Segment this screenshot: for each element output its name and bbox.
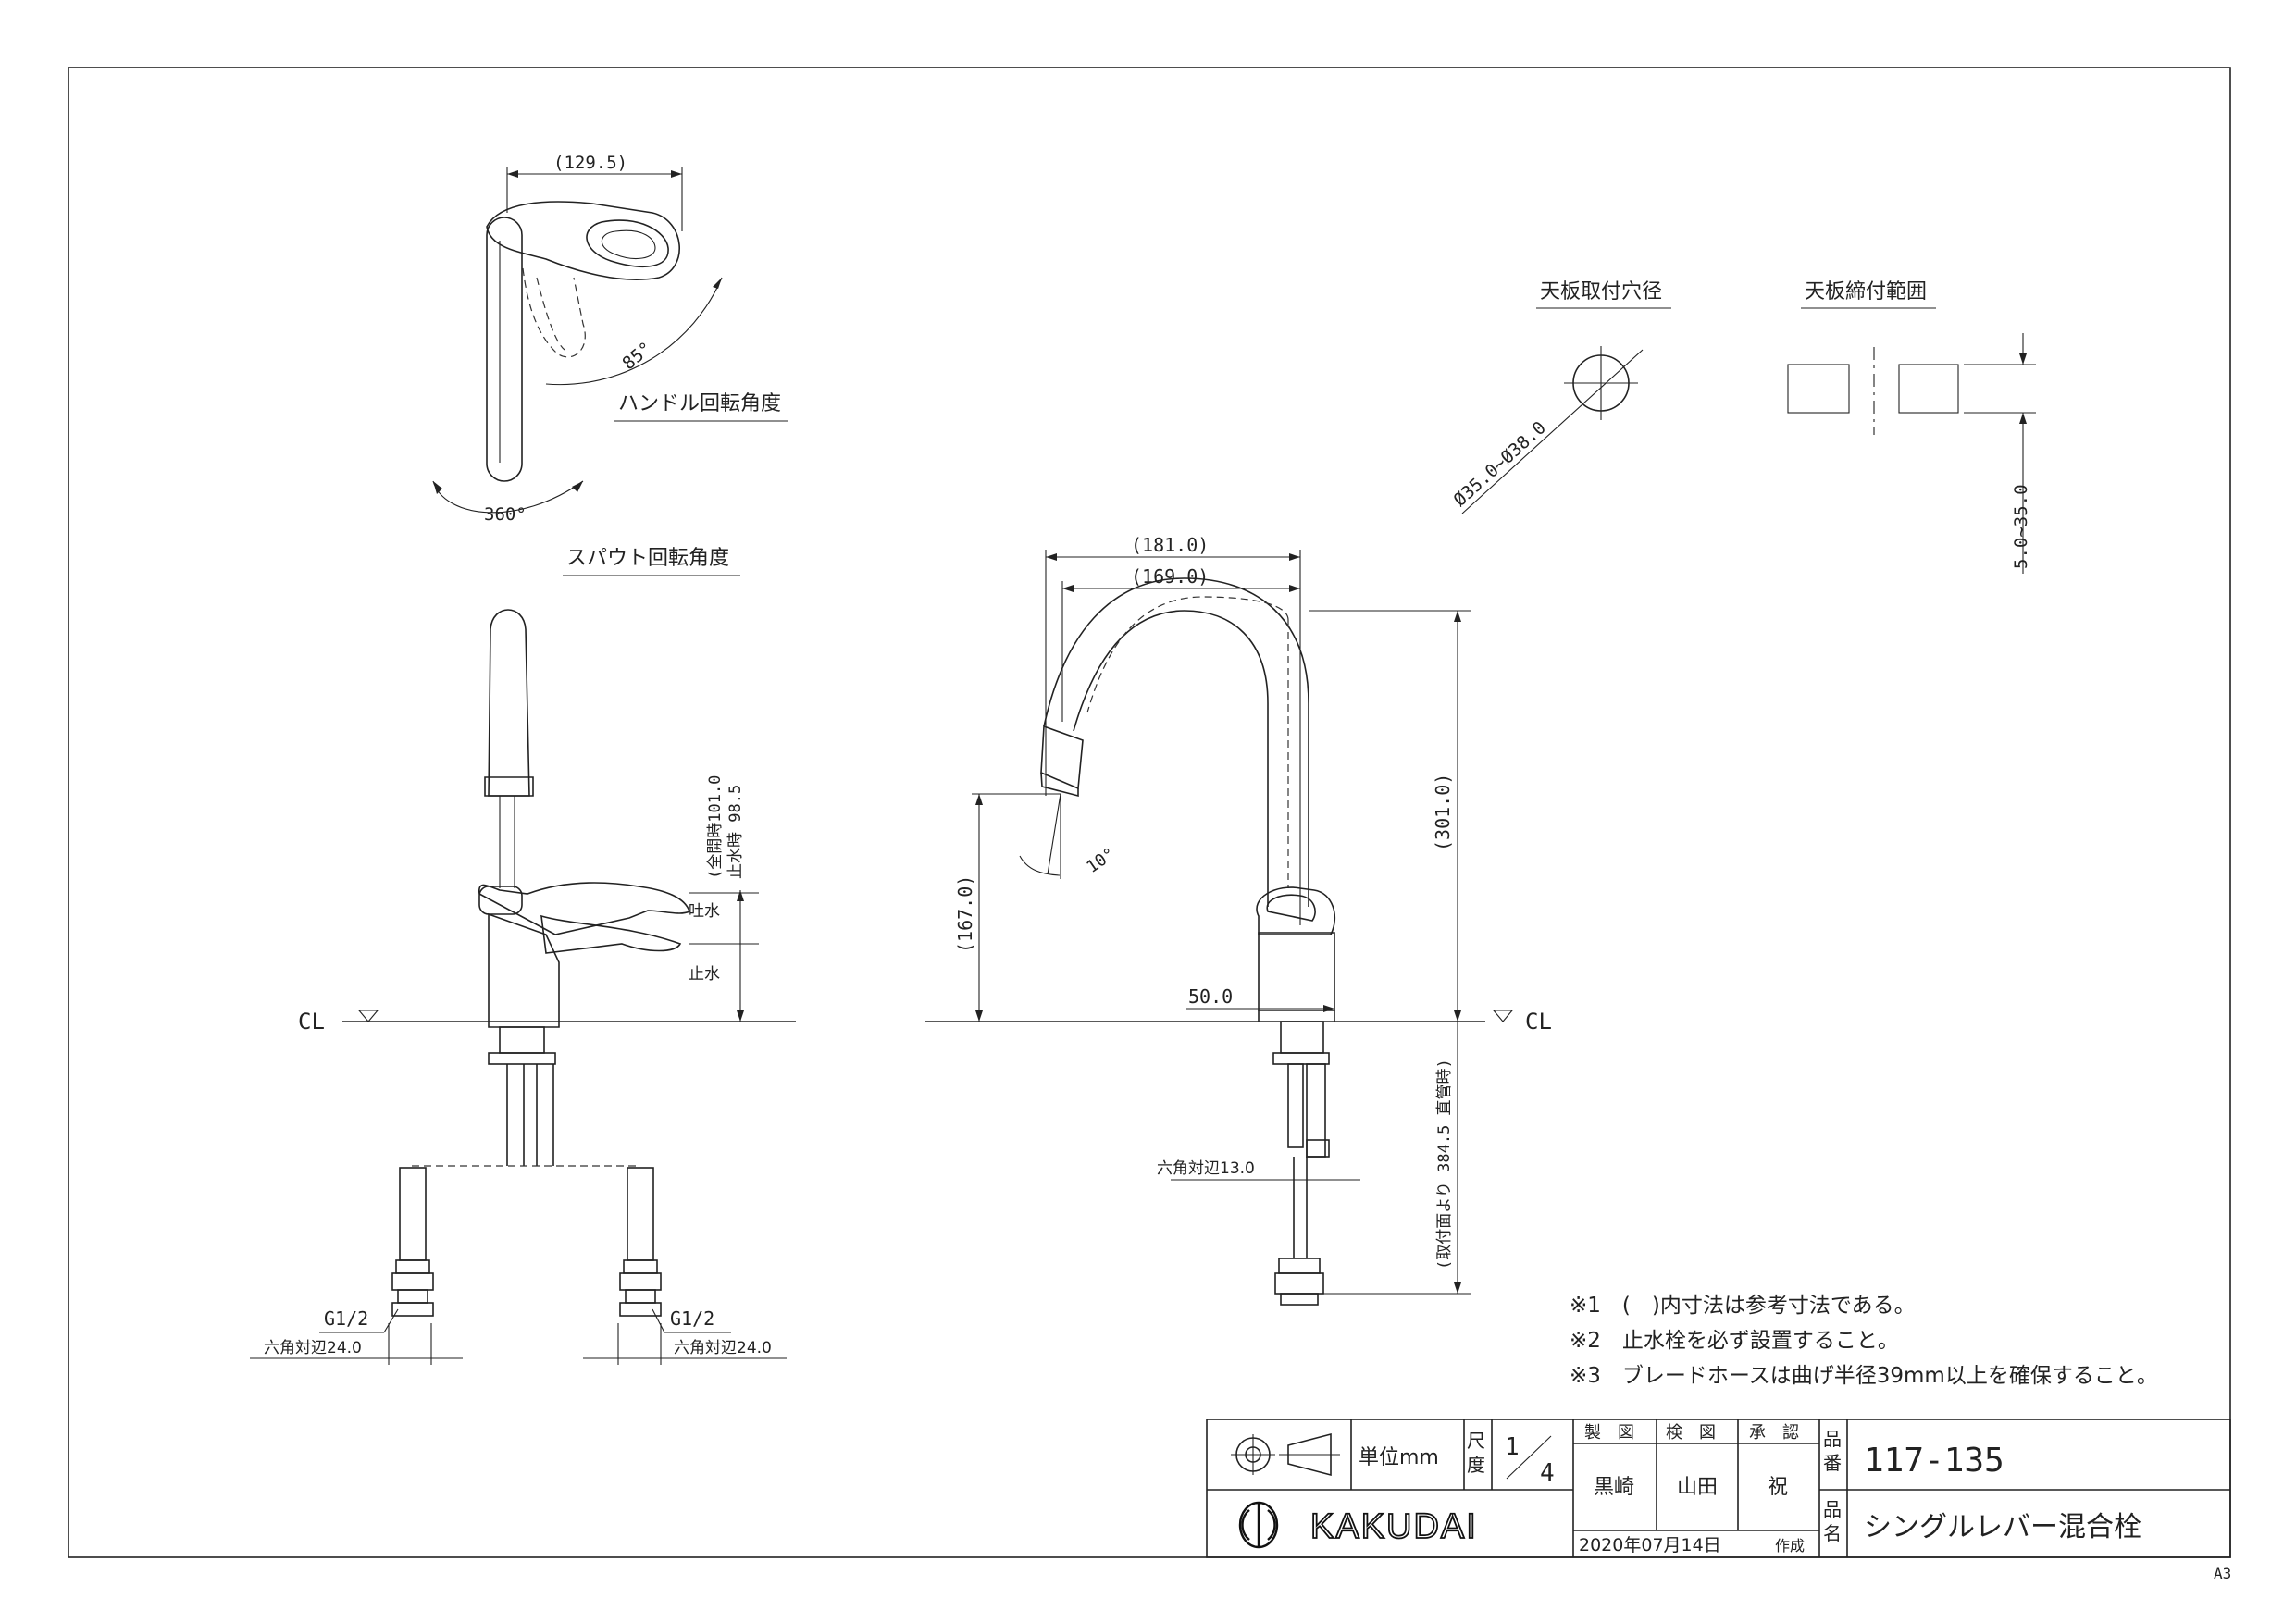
date: 2020年07月14日 xyxy=(1579,1535,1721,1555)
partno-label-1: 品 xyxy=(1823,1428,1842,1450)
title-block: 単位mm 尺 度 1 4 製 図 検 図 承 認 黒崎 山田 祝 2020年07… xyxy=(1206,1419,2231,1558)
hole-label: 天板取付穴径 xyxy=(1540,280,1662,304)
dim-closed: 止水時 98.5 xyxy=(726,785,745,879)
notes: ※1 ( )内寸法は参考寸法である。 ※2 止水栓を必ず設置すること。 ※3 ブ… xyxy=(1570,1294,2158,1388)
dim-167: (167.0) xyxy=(954,875,976,953)
scale-numerator: 1 xyxy=(1505,1433,1520,1461)
part-no: 117-135 xyxy=(1864,1442,2004,1480)
scale-denominator: 4 xyxy=(1540,1459,1555,1487)
left-hose xyxy=(391,1167,434,1317)
hex-right: 六角対辺24.0 xyxy=(674,1339,772,1357)
approved-by: 祝 xyxy=(1768,1476,1788,1499)
note-3: ※3 ブレードホースは曲げ半径39mm以上を確保すること。 xyxy=(1570,1364,2158,1388)
side-view: (181.0) (169.0) 10° CL 50.0 xyxy=(925,534,1552,1306)
hole-dim: Ø35.0~Ø38.0 xyxy=(1450,417,1550,511)
angle-10: 10° xyxy=(1083,844,1119,877)
right-hose xyxy=(619,1167,662,1317)
handle-rotation-label: ハンドル回転角度 xyxy=(618,392,781,415)
thread-right: G1/2 xyxy=(670,1307,714,1330)
product-name: シングルレバー混合栓 xyxy=(1864,1511,2141,1543)
dim-301: (301.0) xyxy=(1432,774,1454,851)
dim-384: (取付面より 384.5 直管時) xyxy=(1435,1059,1454,1270)
angle-handle: 85° xyxy=(618,338,655,374)
hole-diameter-view: 天板取付穴径 Ø35.0~Ø38.0 xyxy=(1450,280,1671,514)
approved-label: 承 認 xyxy=(1749,1423,1799,1443)
third-angle-projection-symbol xyxy=(1231,1432,1340,1477)
label-water-out: 吐水 xyxy=(689,902,720,921)
handle-rotation-view: (129.5) 85° 360° ハンドル回転角度 xyxy=(432,153,788,525)
hex-13: 六角対辺13.0 xyxy=(1157,1159,1255,1178)
clamp-label: 天板締付範囲 xyxy=(1805,280,1927,304)
scale-label-2: 度 xyxy=(1467,1454,1485,1476)
unit-label: 単位mm xyxy=(1359,1446,1439,1469)
name-label-1: 品 xyxy=(1823,1498,1842,1520)
checked-label: 検 図 xyxy=(1666,1423,1716,1443)
brand-name: KAKUDAI xyxy=(1310,1507,1478,1546)
name-label-2: 名 xyxy=(1823,1522,1842,1544)
front-view: スパウト回転角度 CL xyxy=(250,547,796,1365)
checked-by: 山田 xyxy=(1677,1476,1718,1499)
cl-mark-left: CL xyxy=(298,1009,325,1035)
sheet-size: A3 xyxy=(2214,1565,2231,1582)
note-2: ※2 止水栓を必ず設置すること。 xyxy=(1570,1329,1899,1353)
cl-mark-right: CL xyxy=(1525,1009,1552,1035)
drawn-by: 黒崎 xyxy=(1594,1476,1634,1499)
angle-spout: 360° xyxy=(484,504,527,525)
clamp-range-view: 天板締付範囲 5.0~35.0 xyxy=(1787,280,2036,574)
hex-left: 六角対辺24.0 xyxy=(264,1339,362,1357)
partno-label-2: 番 xyxy=(1823,1452,1842,1474)
thread-left: G1/2 xyxy=(324,1307,368,1330)
dim-handle-width: (129.5) xyxy=(553,153,627,173)
dim-181: (181.0) xyxy=(1131,534,1209,556)
dim-full-open: (全開時101.0 xyxy=(706,775,725,879)
kakudai-logo: KAKUDAI xyxy=(1238,1501,1478,1549)
scale-label-1: 尺 xyxy=(1467,1430,1485,1452)
sheet-border xyxy=(68,67,2231,1558)
created-label: 作成 xyxy=(1775,1537,1805,1555)
spout-rotation-label: スパウト回転角度 xyxy=(566,547,729,570)
drawn-label: 製 図 xyxy=(1584,1423,1634,1443)
dim-169: (169.0) xyxy=(1131,565,1209,588)
label-water-stop: 止水 xyxy=(689,965,720,984)
note-1: ※1 ( )内寸法は参考寸法である。 xyxy=(1570,1294,1916,1318)
clamp-dim: 5.0~35.0 xyxy=(2011,484,2031,569)
dim-50: 50.0 xyxy=(1188,985,1233,1008)
